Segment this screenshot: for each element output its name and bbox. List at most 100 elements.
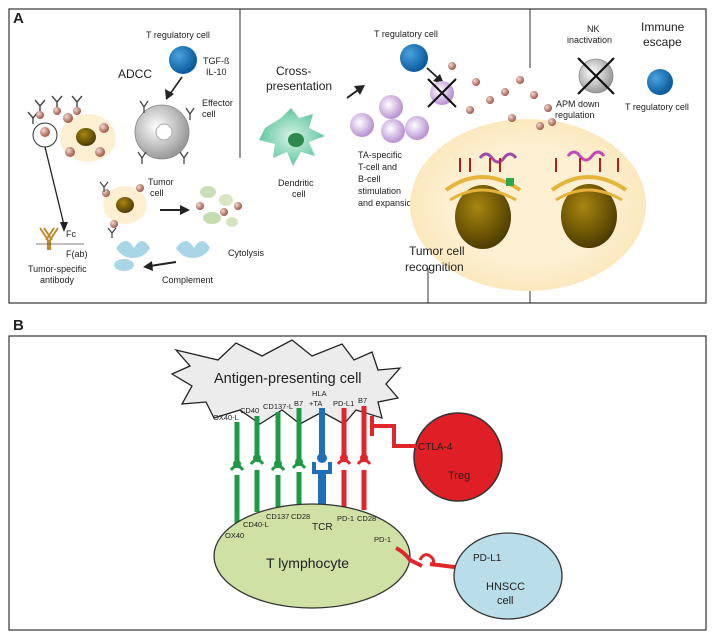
treg-cell xyxy=(413,412,503,502)
nk-label-line2: inactivation xyxy=(567,35,612,45)
fc-label: Fc xyxy=(66,229,76,239)
t-reg-label-3: T regulatory cell xyxy=(625,102,689,112)
ligand-label-b7-2: B7 xyxy=(358,396,367,405)
t-regulatory-cell-1 xyxy=(169,46,197,74)
receptor-label-cd40l: CD40-L xyxy=(243,520,269,529)
dendritic-cell xyxy=(259,108,325,166)
cross-arrowhead xyxy=(354,85,365,95)
hnscc-label-line2: cell xyxy=(497,595,514,607)
recognition-label-line1: Tumor cell xyxy=(409,244,465,258)
tumor-cell-label-line2: cell xyxy=(150,188,164,198)
ligand-label-ta: +TA xyxy=(309,399,322,408)
ligand-label-cd137l: CD137-L xyxy=(263,402,293,411)
hnscc-label-line1: HNSCC xyxy=(486,581,525,593)
cross-arrow xyxy=(346,89,359,99)
cd137-pair xyxy=(270,412,286,508)
panel-a-letter: A xyxy=(13,10,24,27)
tgf-label: TGF-ß xyxy=(203,56,230,66)
ligand-label-cd40: CD40 xyxy=(240,406,259,415)
antibody-zoom-arrowhead xyxy=(60,222,68,232)
treg-arrowhead xyxy=(165,89,174,100)
antibody-zoom-line xyxy=(44,146,65,226)
antibody-label-line2: antibody xyxy=(40,275,75,285)
ta-label-line5: and expansion xyxy=(358,198,417,208)
ta-label-line1: TA-specific xyxy=(358,150,402,160)
large-tumor-cell xyxy=(410,119,646,291)
fab-label: F(ab) xyxy=(66,249,88,259)
ta-label-line2: T-cell and xyxy=(358,162,397,172)
t-lymph-label: T lymphocyte xyxy=(266,555,349,571)
t-lymphocyte xyxy=(213,503,411,609)
b-cell-2 xyxy=(350,113,374,137)
pd1-pdl1-pair xyxy=(336,408,352,510)
ligand-label-pdl1: PD-L1 xyxy=(333,399,354,408)
complement-arrowhead xyxy=(143,261,153,271)
cross-label-line2: presentation xyxy=(266,79,332,93)
b-cell-1 xyxy=(379,95,403,119)
ta-label-line3: B-cell xyxy=(358,174,381,184)
nk-label-line1: NK xyxy=(587,24,600,34)
panel-b-letter: B xyxy=(13,317,24,334)
tumor-cell-label-line1: Tumor xyxy=(148,177,174,187)
cell-debris xyxy=(196,186,242,227)
ta-label-line4: stimulation xyxy=(358,186,401,196)
receptor-label-cd137: CD137 xyxy=(266,512,289,521)
effector-cell xyxy=(134,100,195,164)
cd40-pair xyxy=(249,416,265,512)
receptor-label-tcr: TCR xyxy=(312,522,333,533)
hnscc-cell xyxy=(453,532,563,620)
escape-label-line2: escape xyxy=(643,35,682,49)
il10-label: IL-10 xyxy=(206,67,227,77)
treg2-arrow xyxy=(426,67,439,79)
antibody-label-line1: Tumor-specific xyxy=(28,264,87,274)
ligand-label-ox40l: OX40-L xyxy=(213,413,239,422)
treg-label: Treg xyxy=(448,470,470,482)
effector-label-line1: Effector xyxy=(202,98,233,108)
antibody-cluster xyxy=(27,95,83,148)
tumor-cell-small xyxy=(60,113,116,162)
cross-label-line1: Cross- xyxy=(276,64,311,78)
adcc-label: ADCC xyxy=(118,67,152,81)
nk-cell-inactivated xyxy=(577,57,615,95)
complement-arrow xyxy=(149,261,177,267)
antigen-presenting-cell xyxy=(170,339,402,425)
effector-label-line2: cell xyxy=(202,109,216,119)
antibody-diagram xyxy=(36,227,84,250)
receptor-label-pd1: PD-1 xyxy=(337,514,354,523)
dendritic-label-line1: Dendritic xyxy=(278,178,314,188)
dendritic-label-line2: cell xyxy=(292,189,306,199)
ox40-pair xyxy=(229,422,245,524)
t-reg-label-1: T regulatory cell xyxy=(146,30,210,40)
tumor-cell-adcc xyxy=(99,181,147,238)
apm-label-line1: APM down xyxy=(556,99,600,109)
apm-label-line2: regulation xyxy=(555,110,595,120)
cytolysis-label: Cytolysis xyxy=(228,248,265,258)
pd1-receptor xyxy=(395,546,423,568)
recognition-label-line2: recognition xyxy=(405,260,464,274)
b-cell-4 xyxy=(405,116,429,140)
b-cell-3 xyxy=(381,119,405,143)
cd28-b7-pair xyxy=(291,408,307,508)
antigen-beads xyxy=(448,62,556,130)
complement-label: Complement xyxy=(162,275,214,285)
ligand-label-b7-1: B7 xyxy=(294,399,303,408)
ctla4-connector xyxy=(372,424,416,448)
t-reg-label-2: T regulatory cell xyxy=(374,29,438,39)
receptor-label-cd28-1: CD28 xyxy=(291,512,310,521)
receptor-label-cd28-2: CD28 xyxy=(357,514,376,523)
cytolysis-arrowhead xyxy=(180,205,190,215)
t-regulatory-cell-3 xyxy=(647,69,673,95)
t-regulatory-cell-2 xyxy=(400,44,428,72)
complement-proteins xyxy=(114,241,210,271)
escape-label-line1: Immune xyxy=(641,20,685,34)
ctla4-label: CTLA-4 xyxy=(418,442,453,453)
treg-to-effector-arrow xyxy=(169,76,183,95)
receptor-label-ox40: OX40 xyxy=(225,531,244,540)
cd28-b7-inhib-pair xyxy=(356,406,372,510)
apc-label: Antigen-presenting cell xyxy=(214,371,362,387)
ligand-label-hla: HLA xyxy=(312,389,327,398)
pd1-label: PD-1 xyxy=(374,535,391,544)
pdl1-label: PD-L1 xyxy=(473,553,502,564)
